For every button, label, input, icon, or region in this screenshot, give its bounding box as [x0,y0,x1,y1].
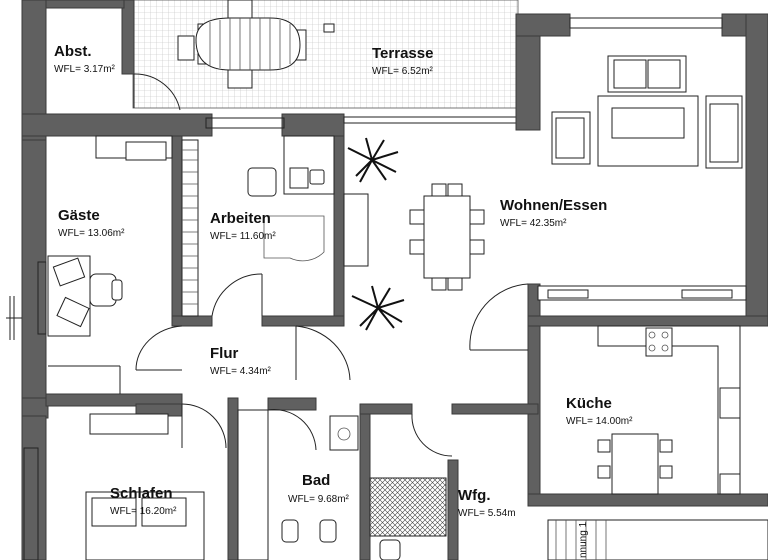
plant-bottom [351,285,405,331]
room-abst-label: Abst. WFL= 3.17m² [54,43,116,75]
room-area: WFL= 14.00m² [566,416,633,427]
room-area: WFL= 4.34m² [210,366,272,377]
room-area: WFL= 9.68m² [288,494,350,505]
bath-furniture [237,409,359,560]
room-schlafen-label: Schlafen WFL= 16.20m² [110,485,177,517]
room-name: Abst. [54,43,92,60]
guest-room-furniture [47,135,173,394]
room-name: Bad [302,472,330,489]
room-area: WFL= 16.20m² [110,506,177,517]
living-furniture [295,55,747,381]
room-wohnen-label: Wohnen/Essen WFL= 42.35m² [500,197,607,229]
room-bad-label: Bad WFL= 9.68m² [288,472,350,505]
terrace-table-set [177,0,307,89]
room-kueche-label: Küche WFL= 14.00m² [566,395,633,427]
room-terrasse-label: Terrasse WFL= 6.52m² [372,45,434,77]
room-name: Wfg. [458,487,490,504]
room-name: Flur [210,345,238,362]
room-area: WFL= 13.06m² [58,228,125,239]
room-area: WFL= 3.17m² [54,64,116,75]
left-window [6,296,22,340]
room-area: WFL= 6.52m² [372,66,434,77]
hall-doors [135,325,453,457]
room-name: Wohnen/Essen [500,197,607,214]
room-name: Küche [566,395,612,412]
terrace-floor [133,0,518,108]
room-name: Schlafen [110,485,173,502]
study-furniture [181,135,369,317]
kitchen-furniture [597,325,741,495]
room-area: WFL= 5.54m [458,508,516,519]
left-window-frame [37,261,47,335]
room-name: Terrasse [372,45,433,62]
room-area: WFL= 42.35m² [500,218,567,229]
shower [369,477,447,560]
left-door-strip [23,447,39,560]
terrace-pot [323,23,335,33]
plant-top [347,137,399,183]
bedroom-furniture [85,413,205,560]
room-area: WFL= 11.60m² [210,231,276,242]
room-flur-label: Flur WFL= 4.34m² [210,345,272,377]
room-wfg-label: Wfg. WFL= 5.54m [458,487,516,519]
walls [21,0,768,560]
room-name: Arbeiten [210,210,271,227]
room-arbeiten-label: Arbeiten WFL= 11.60m² [210,210,276,242]
room-name: Gäste [58,207,100,224]
abst-room [133,73,181,111]
side-label: nnung 1 [578,521,589,558]
stair-corner [547,519,768,560]
room-gaeste-label: Gäste WFL= 13.06m² [58,207,125,239]
